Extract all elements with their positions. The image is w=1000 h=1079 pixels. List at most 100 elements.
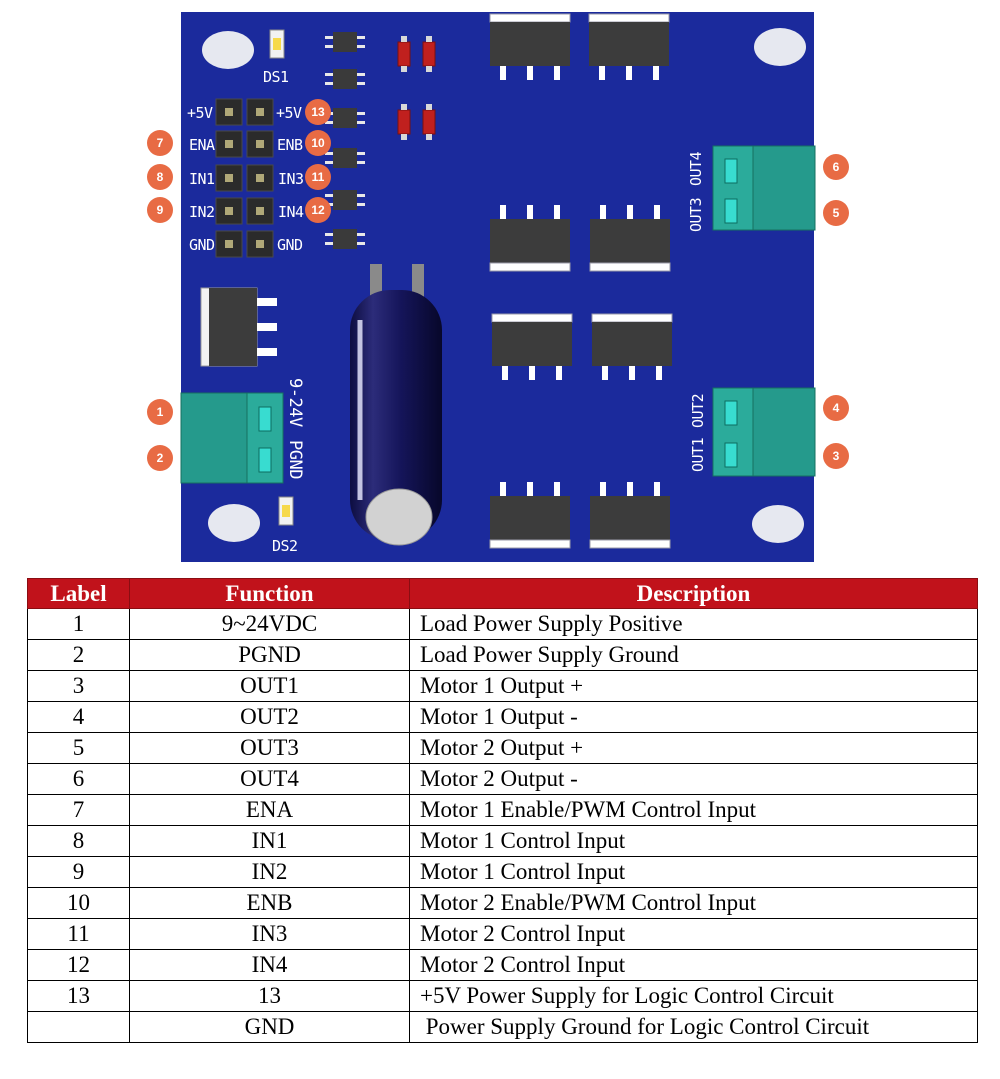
resistors bbox=[397, 36, 436, 140]
pin-label-ena: ENA bbox=[189, 136, 215, 154]
mounting-hole-top-right bbox=[754, 28, 806, 66]
pin-label-in4: IN4 bbox=[278, 203, 304, 221]
badge-9: 9 bbox=[147, 197, 173, 223]
power-label-vin: 9-24V bbox=[285, 378, 305, 427]
badge-10: 10 bbox=[305, 130, 331, 156]
cell-description: Motor 1 Output + bbox=[409, 670, 978, 702]
pin-label-left-gnd: GND bbox=[189, 236, 215, 254]
cell-description: Motor 2 Output - bbox=[409, 763, 978, 795]
power-label-pgnd: PGND bbox=[285, 440, 305, 479]
cell-function: IN2 bbox=[129, 856, 410, 888]
svg-text:11: 11 bbox=[312, 170, 325, 184]
cell-label: 11 bbox=[27, 918, 130, 950]
ds2-label: DS2 bbox=[272, 537, 298, 555]
mounting-hole-top-left bbox=[202, 31, 254, 69]
cell-function: ENB bbox=[129, 887, 410, 919]
badge-8: 8 bbox=[147, 164, 173, 190]
svg-text:9: 9 bbox=[157, 203, 164, 217]
power-terminal-block bbox=[180, 392, 284, 484]
svg-text:13: 13 bbox=[311, 105, 325, 119]
cell-label: 4 bbox=[27, 701, 130, 733]
badge-13: 13 bbox=[305, 99, 331, 125]
cell-function: ENA bbox=[129, 794, 410, 826]
cell-label: 8 bbox=[27, 825, 130, 857]
cell-label: 6 bbox=[27, 763, 130, 795]
mounting-hole-bottom-left bbox=[208, 504, 260, 542]
cell-function: PGND bbox=[129, 639, 410, 671]
cell-label bbox=[27, 1011, 130, 1043]
badge-3: 3 bbox=[823, 443, 849, 469]
svg-text:10: 10 bbox=[311, 136, 325, 150]
cell-description: Motor 2 Control Input bbox=[409, 949, 978, 981]
pin-label-in3: IN3 bbox=[278, 170, 304, 188]
led-ds1 bbox=[269, 29, 285, 59]
badge-6: 6 bbox=[823, 154, 849, 180]
svg-text:3: 3 bbox=[833, 449, 840, 463]
header-function: Function bbox=[129, 578, 410, 609]
out1-label: OUT1 bbox=[689, 437, 707, 472]
cell-label: 13 bbox=[27, 980, 130, 1012]
svg-text:12: 12 bbox=[311, 203, 325, 217]
cell-description: Motor 2 Enable/PWM Control Input bbox=[409, 887, 978, 919]
badge-5: 5 bbox=[823, 200, 849, 226]
mounting-hole-bottom-right bbox=[752, 505, 804, 543]
cell-description: +5V Power Supply for Logic Control Circu… bbox=[409, 980, 978, 1012]
svg-text:2: 2 bbox=[157, 451, 164, 465]
cell-label: 7 bbox=[27, 794, 130, 826]
led-ds2 bbox=[278, 496, 294, 526]
pin-label-right-5v: +5V bbox=[276, 104, 302, 122]
cell-function: OUT4 bbox=[129, 763, 410, 795]
cell-description: Motor 2 Output + bbox=[409, 732, 978, 764]
cell-label: 12 bbox=[27, 949, 130, 981]
cell-description: Power Supply Ground for Logic Control Ci… bbox=[409, 1011, 978, 1043]
badge-11: 11 bbox=[305, 164, 331, 190]
electrolytic-capacitor bbox=[350, 264, 442, 546]
cell-function: GND bbox=[129, 1011, 410, 1043]
pin-label-enb: ENB bbox=[277, 136, 303, 154]
header-label: Label bbox=[27, 578, 130, 609]
badge-4: 4 bbox=[823, 395, 849, 421]
svg-text:1: 1 bbox=[157, 405, 164, 419]
cell-description: Motor 1 Enable/PWM Control Input bbox=[409, 794, 978, 826]
pcb bbox=[181, 12, 814, 562]
cell-label: 10 bbox=[27, 887, 130, 919]
ds1-label: DS1 bbox=[263, 68, 289, 86]
svg-text:5: 5 bbox=[833, 206, 840, 220]
motor1-terminal-block bbox=[712, 387, 816, 477]
cell-description: Motor 1 Control Input bbox=[409, 825, 978, 857]
cell-description: Motor 1 Output - bbox=[409, 701, 978, 733]
out3-label: OUT3 bbox=[687, 198, 705, 232]
cell-function: IN3 bbox=[129, 918, 410, 950]
cell-label: 3 bbox=[27, 670, 130, 702]
motor-driver-board-diagram: DS1 DS2 +5V ENA IN1 IN2 GND +5V ENB IN3 … bbox=[147, 12, 849, 562]
cell-label: 2 bbox=[27, 639, 130, 671]
out2-label: OUT2 bbox=[689, 394, 707, 428]
board-svg: DS1 DS2 +5V ENA IN1 IN2 GND +5V ENB IN3 … bbox=[147, 12, 849, 562]
svg-text:7: 7 bbox=[157, 136, 164, 150]
svg-text:4: 4 bbox=[833, 401, 840, 415]
table-header-row: Label Function Description bbox=[27, 578, 978, 609]
svg-text:6: 6 bbox=[833, 160, 840, 174]
cell-description: Load Power Supply Ground bbox=[409, 639, 978, 671]
cell-function: 9~24VDC bbox=[129, 608, 410, 640]
pin-label-in1: IN1 bbox=[189, 170, 215, 188]
cell-description: Motor 1 Control Input bbox=[409, 856, 978, 888]
cell-function: OUT3 bbox=[129, 732, 410, 764]
pin-label-left-5v: +5V bbox=[187, 104, 213, 122]
pin-label-in2: IN2 bbox=[189, 203, 215, 221]
cell-function: OUT2 bbox=[129, 701, 410, 733]
cell-label: 1 bbox=[27, 608, 130, 640]
pin-label-right-gnd: GND bbox=[277, 236, 303, 254]
badge-1: 1 bbox=[147, 399, 173, 425]
cell-function: IN1 bbox=[129, 825, 410, 857]
